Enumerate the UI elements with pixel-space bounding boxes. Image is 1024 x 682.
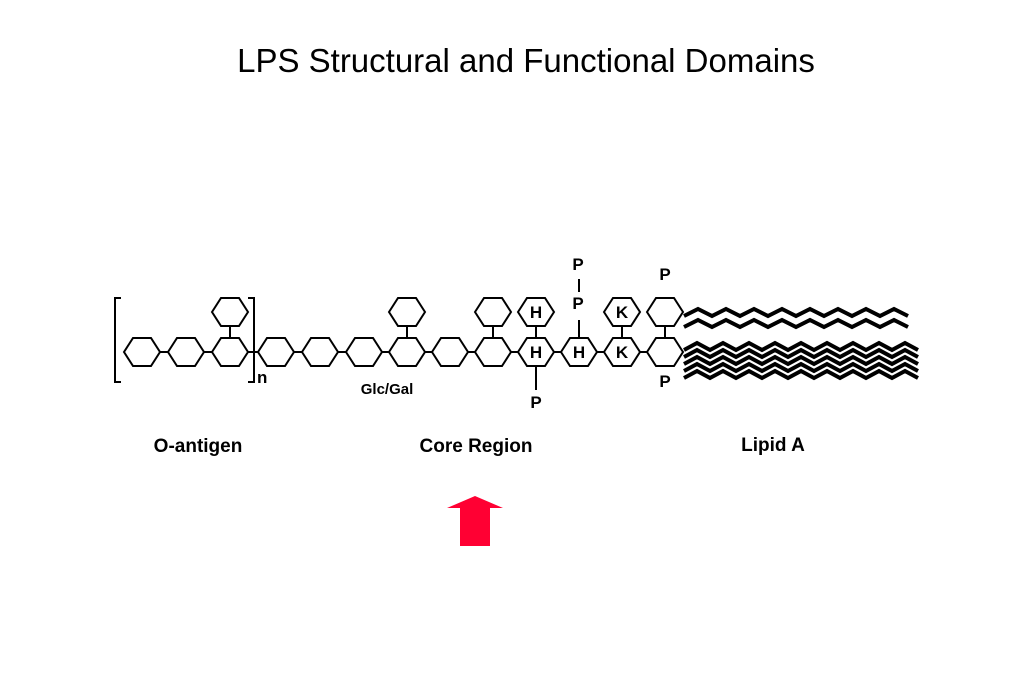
core-branch-sugar [473,297,513,327]
glc-gal-label: Glc/Gal [361,381,414,398]
fatty-acid-chain [683,361,919,374]
fatty-acid-chain [683,354,919,367]
o-antigen-branch-sugar [210,297,250,327]
core-sugar [387,337,427,367]
phosphate-label: P [530,393,541,412]
fatty-acid-chain [683,340,919,353]
domain-label-core-region: Core Region [419,436,533,457]
kdo-sugar-label: K [616,343,629,362]
o-antigen-sugar [210,337,250,367]
core-sugar [473,337,513,367]
heptose-sugar-label: H [573,343,585,362]
up-arrow-icon [447,496,503,546]
core-sugar [256,337,296,367]
fatty-acid-chain [683,317,909,330]
phosphate-label: P [659,265,670,284]
slide-title: LPS Structural and Functional Domains [237,42,815,79]
heptose-sugar [516,337,556,367]
heptose-branch-sugar [516,297,556,327]
kdo-branch-sugar [602,297,642,327]
o-antigen-repeat-bracket [114,297,255,383]
heptose-sugar-label: H [530,343,542,362]
domain-label-lipid-a: Lipid A [741,435,805,456]
core-sugar [344,337,384,367]
core-branch-sugar [387,297,427,327]
fatty-acid-chain [683,347,919,360]
heptose-branch-sugar-label: H [530,303,542,322]
domain-label-o-antigen: O-antigen [153,436,243,457]
kdo-sugar [602,337,642,367]
phosphate-label: P [659,372,670,391]
core-sugar [300,337,340,367]
o-antigen-sugar [166,337,206,367]
fatty-acid-chain [683,368,919,381]
phosphate-label: P [572,294,583,313]
fatty-acid-chain [683,306,909,319]
lipid-a-glucosamine-upper [645,297,685,327]
kdo-branch-sugar-label: K [616,303,629,322]
heptose-sugar [559,337,599,367]
o-antigen-sugar [122,337,162,367]
phosphate-label: P [572,255,583,274]
core-sugar [430,337,470,367]
lipid-a-glucosamine [645,337,685,367]
repeat-subscript-n: n [257,368,267,387]
